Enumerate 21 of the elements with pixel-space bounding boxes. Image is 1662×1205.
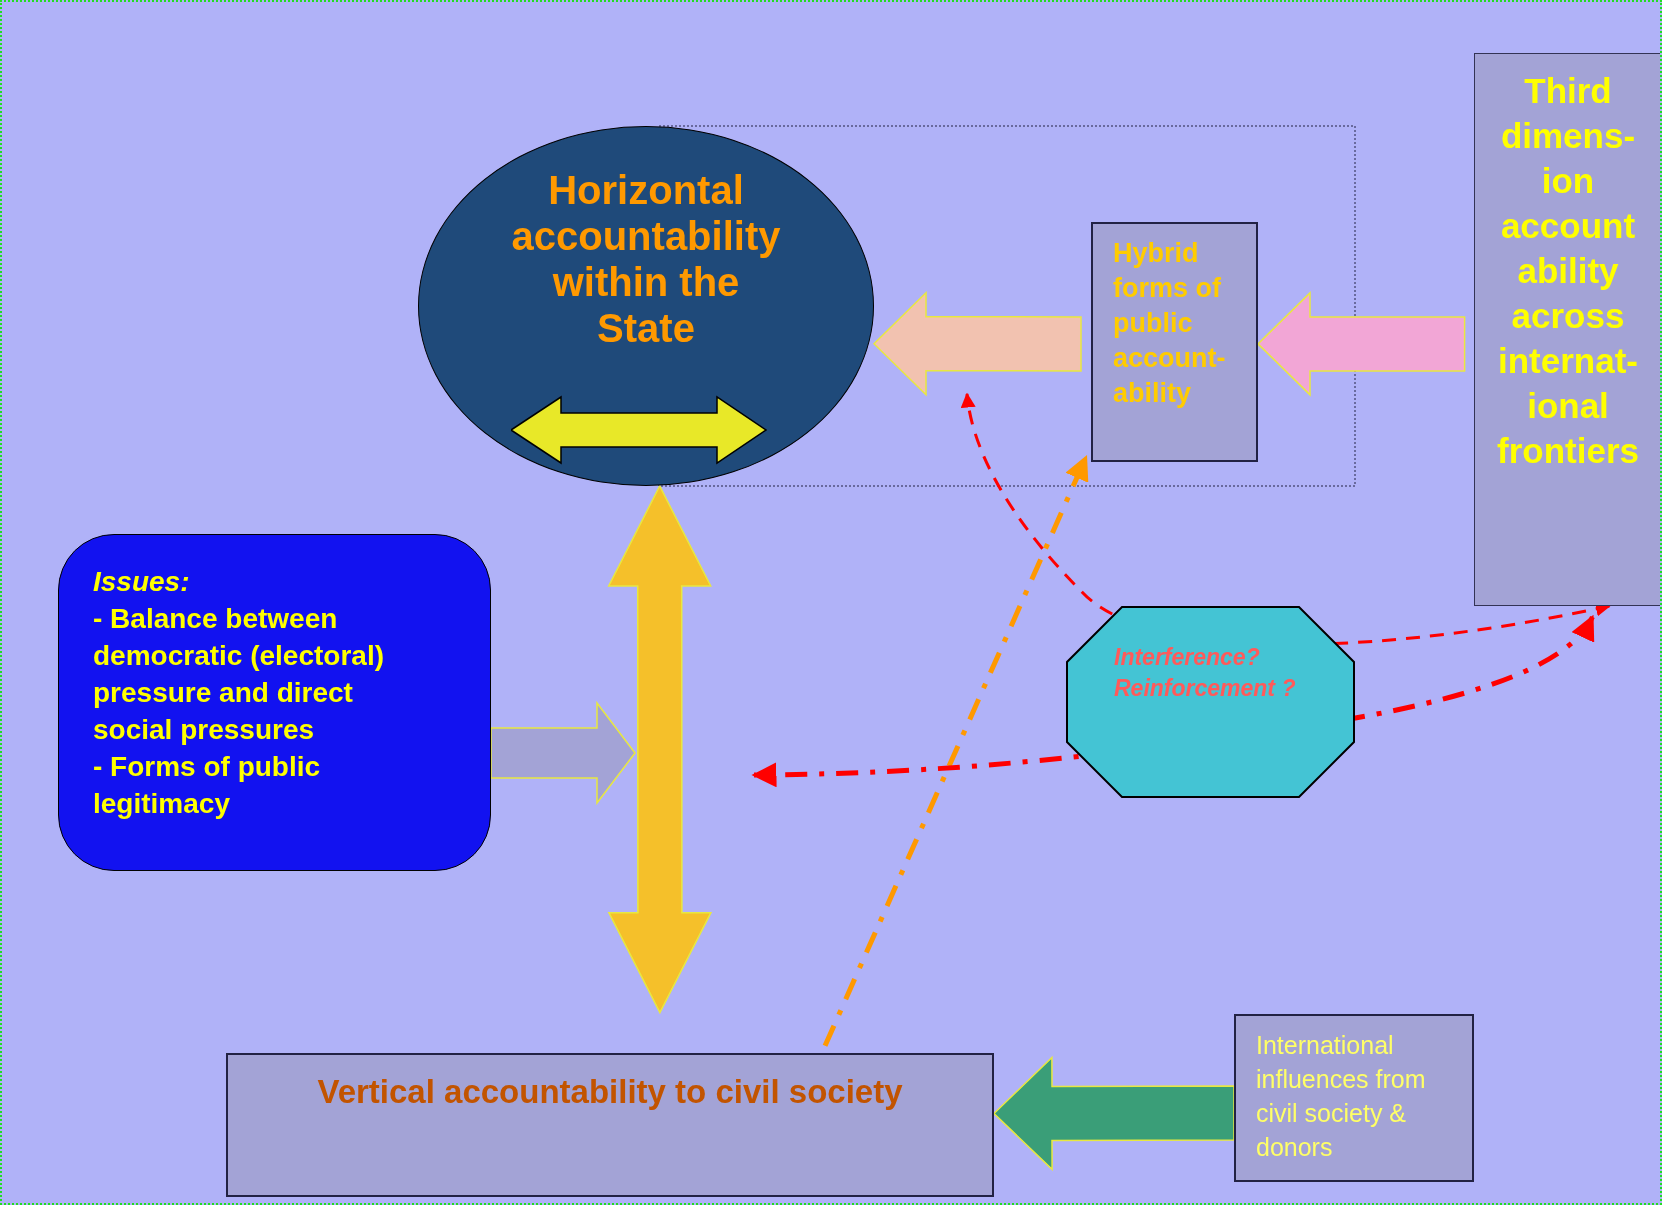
block-arrow xyxy=(607,484,713,1015)
node-label: Interference? Reinforcement ? xyxy=(1114,643,1297,703)
octagon-node xyxy=(1066,606,1355,798)
node-label: - Forms of public legitimacy xyxy=(93,750,322,821)
process-box xyxy=(1234,1014,1474,1182)
process-box xyxy=(1091,222,1258,462)
node-label: - Balance between democratic (electoral) pressure and direct social pressures xyxy=(93,602,385,747)
block-arrow xyxy=(992,1055,1235,1172)
node-label: Hybrid forms of public account- ability xyxy=(1113,237,1227,410)
process-box xyxy=(226,1053,994,1197)
node-label: Horizontal accountability within the State xyxy=(510,167,782,351)
node-label: International influences from civil society & donors xyxy=(1256,1030,1427,1163)
issues-card xyxy=(58,534,491,871)
heading: Issues: xyxy=(93,565,191,599)
node-label: Vertical accountability to civil society xyxy=(317,1072,903,1112)
process-box xyxy=(1474,53,1660,606)
dashed-arrow xyxy=(822,454,1089,1047)
block-arrow xyxy=(1256,291,1466,397)
block-arrow xyxy=(490,700,636,806)
block-arrow xyxy=(872,291,1082,397)
node-label: Third dimens- ion account ability across internat- ional frontiers xyxy=(1496,70,1640,472)
